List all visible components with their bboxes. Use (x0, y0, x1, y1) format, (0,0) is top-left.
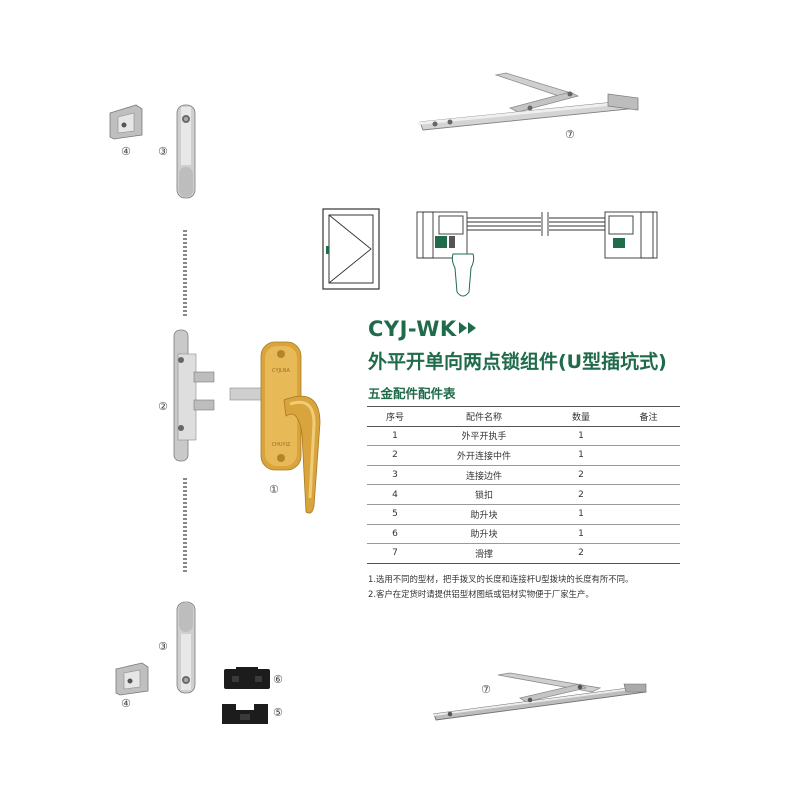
callout-3-top: ③ (158, 145, 168, 158)
callout-4-top: ④ (121, 145, 131, 158)
cell-index: 6 (367, 524, 423, 545)
cell-name: 外平开执手 (423, 426, 545, 447)
column-header-qty: 数量 (545, 406, 617, 427)
cell-index: 7 (367, 543, 423, 564)
callout-4-bottom: ④ (121, 697, 131, 710)
cell-index: 1 (367, 426, 423, 447)
notes: 1.选用不同的型材，把手拨叉的长度和连接杆U型拨块的长度有所不同。 2.客户在定… (368, 572, 633, 602)
cell-name: 连接边件 (423, 465, 545, 486)
table-row: 2 外开连接中件 1 (367, 445, 680, 466)
cell-qty: 1 (545, 445, 617, 466)
callout-7-bottom: ⑦ (481, 683, 491, 696)
friction-stay-bottom-image (433, 672, 647, 721)
parts-table-heading: 五金配件配件表 (368, 386, 456, 401)
cell-name: 助升块 (423, 504, 545, 525)
column-header-index: 序号 (367, 406, 423, 427)
column-header-remark: 备注 (617, 406, 680, 427)
callout-3-bottom: ③ (158, 640, 168, 653)
cell-name: 外开连接中件 (423, 445, 545, 466)
table-row: 1 外平开执手 1 (367, 426, 680, 447)
cell-qty: 1 (545, 504, 617, 525)
callout-1: ① (269, 483, 279, 496)
cell-index: 5 (367, 504, 423, 525)
table-row: 6 助升块 1 (367, 524, 680, 545)
cell-index: 3 (367, 465, 423, 486)
note-line: 2.客户在定货时请提供铝型材图纸或铝材实物便于厂家生产。 (368, 589, 594, 599)
cell-remark (617, 504, 680, 525)
column-header-name: 配件名称 (423, 406, 545, 427)
cell-qty: 2 (545, 543, 617, 564)
table-row: 7 滑撑 2 (367, 543, 680, 564)
window-handle-image: CYJLNA CHUYIZ (229, 341, 321, 514)
cell-qty: 1 (545, 426, 617, 447)
cell-remark (617, 524, 680, 545)
callout-5: ⑤ (273, 706, 283, 719)
cell-qty: 2 (545, 465, 617, 486)
cell-remark (617, 426, 680, 447)
lift-block-5-image (222, 704, 268, 724)
lock-keeper-top-image (109, 104, 143, 140)
connector-end-top-image (176, 104, 196, 199)
connecting-rod-upper-image (183, 230, 187, 318)
connecting-rod-lower-image (183, 478, 187, 574)
connector-end-bottom-image (176, 601, 196, 694)
window-elevation-diagram (322, 208, 380, 290)
parts-table: 序号 配件名称 数量 备注 1 外平开执手 1 2 外开连接中件 1 3 连接边… (367, 406, 680, 564)
handle-engraving-bottom: CHUYIZ (272, 442, 291, 448)
handle-engraving-top: CYJLNA (272, 368, 290, 374)
profile-section-diagram (416, 211, 658, 297)
table-row: 3 连接边件 2 (367, 465, 680, 486)
cell-name: 锁扣 (423, 484, 545, 505)
cell-index: 2 (367, 445, 423, 466)
middle-connector-image (173, 329, 215, 462)
note-line: 1.选用不同的型材，把手拨叉的长度和连接杆U型拨块的长度有所不同。 (368, 574, 634, 584)
lock-keeper-bottom-image (115, 662, 149, 696)
cell-remark (617, 445, 680, 466)
cell-remark (617, 465, 680, 486)
table-row: 5 助升块 1 (367, 504, 680, 525)
friction-stay-top-image (418, 72, 639, 131)
parts-table-header-row: 序号 配件名称 数量 备注 (367, 406, 680, 427)
cell-name: 滑撑 (423, 543, 545, 564)
cell-qty: 2 (545, 484, 617, 505)
callout-2: ② (158, 400, 168, 413)
lift-block-6-image (224, 667, 270, 689)
cell-remark (617, 543, 680, 564)
cell-qty: 1 (545, 524, 617, 545)
cell-name: 助升块 (423, 524, 545, 545)
cell-remark (617, 484, 680, 505)
product-title: 外平开单向两点锁组件(U型插坑式) (368, 351, 667, 373)
double-chevron-right-icon (459, 322, 476, 334)
model-number: CYJ-WK (368, 317, 457, 341)
callout-7-top: ⑦ (565, 128, 575, 141)
table-row: 4 锁扣 2 (367, 484, 680, 505)
callout-6: ⑥ (273, 673, 283, 686)
cell-index: 4 (367, 484, 423, 505)
